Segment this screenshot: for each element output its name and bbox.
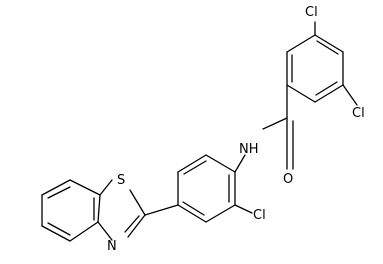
bond-carbonyl-n bbox=[262, 117, 288, 130]
atom-o: O bbox=[283, 172, 293, 187]
bond-n-ring bbox=[234, 154, 246, 173]
bond-ring-benzothiazole bbox=[144, 204, 179, 216]
atom-cl-right: Cl bbox=[352, 106, 365, 121]
bond-ring-cl-right bbox=[342, 84, 358, 106]
atom-n: N bbox=[107, 239, 117, 254]
benzo-ring bbox=[41, 179, 101, 242]
dichlorophenyl-ring bbox=[286, 34, 344, 103]
atom-cl-bottom: Cl bbox=[253, 208, 266, 223]
bond-ring-cl-bottom bbox=[234, 204, 253, 214]
chlorophenyl-ring bbox=[177, 154, 236, 223]
atom-nh: NH bbox=[239, 142, 259, 157]
thiazole-ring bbox=[97, 179, 146, 241]
atom-s: S bbox=[117, 173, 125, 188]
atom-cl-top: Cl bbox=[305, 5, 318, 20]
